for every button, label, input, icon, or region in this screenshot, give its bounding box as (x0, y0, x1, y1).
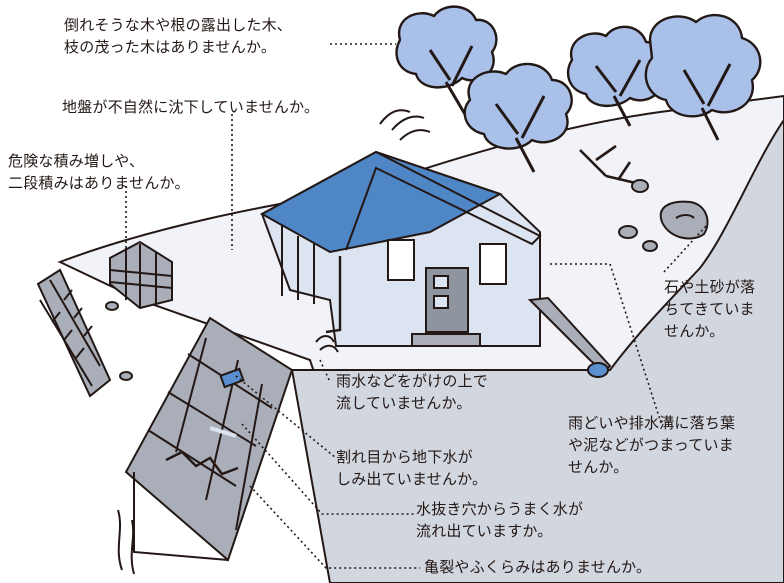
callout-weephole: 水抜き穴からうまく水が 流れ出ていますか。 (416, 500, 584, 540)
callout-gutter: 雨どいや排水溝に落ち葉 や泥などがつまっていま せんか。 (568, 414, 736, 476)
house-icon (259, 150, 542, 347)
tree-icon (395, 5, 498, 117)
callout-stacking: 危険な積み増しや、 二段積みはありませんか。 (8, 152, 190, 192)
grass-tuft (379, 109, 431, 141)
tree-icon (463, 62, 573, 173)
callout-rockfall: 石や土砂が落 ちてきていま せんか。 (664, 278, 756, 340)
callout-groundwater: 割れ目から地下水が しみ出ていませんか。 (336, 448, 488, 488)
tree-icon (566, 25, 666, 127)
drain-ditch-icon (527, 296, 612, 378)
callout-cracks: 亀裂やふくらみはありませんか。 (424, 558, 652, 576)
fallen-branch (579, 144, 641, 186)
callout-rainwater: 雨水などをがけの上で 流していませんか。 (336, 372, 489, 412)
crack-icon (165, 450, 239, 476)
callout-trees: 倒れそうな木や根の露出した木、 枝の茂った木はありませんか。 (64, 16, 293, 56)
leader-lines (125, 43, 707, 569)
callout-subsidence: 地盤が不自然に沈下していませんか。 (62, 98, 320, 116)
water-splash-icon (315, 335, 339, 353)
cliff-face (290, 118, 784, 583)
tree-icon (644, 13, 762, 141)
retaining-wall-icon (117, 316, 294, 575)
rock-icon (105, 179, 709, 381)
stone-block-wall-icon (36, 240, 173, 398)
